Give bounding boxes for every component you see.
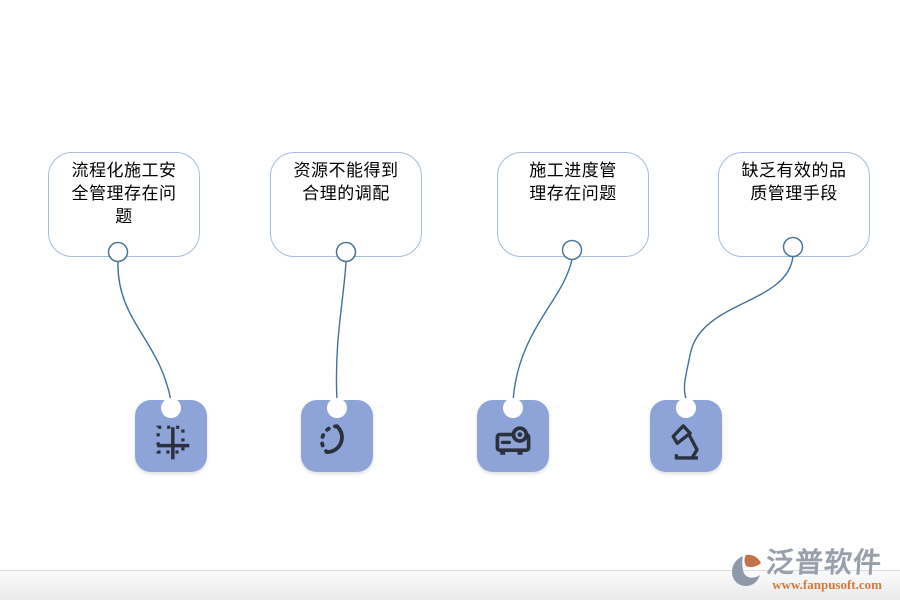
fanpu-logo-icon bbox=[731, 554, 761, 586]
grid-borders-icon bbox=[156, 425, 190, 460]
brand-logo[interactable]: 泛普软件 www.fanpusoft.com bbox=[730, 547, 884, 592]
tag-hole bbox=[676, 398, 696, 418]
connector-1 bbox=[117, 260, 172, 402]
tag-hole bbox=[327, 398, 347, 418]
tile-schedule bbox=[477, 398, 549, 472]
connector-4 bbox=[683, 255, 794, 402]
tile-safety bbox=[135, 398, 207, 472]
callout-resource-allocation: 资源不能得到 合理的调配 bbox=[270, 152, 422, 257]
callout-quality-management: 缺乏有效的品 质管理手段 bbox=[718, 152, 870, 257]
connector-3 bbox=[512, 258, 573, 402]
callout-label: 施工进度管 理存在问题 bbox=[529, 161, 617, 203]
tile-resource bbox=[301, 398, 373, 472]
callout-safety-management: 流程化施工安 全管理存在问 题 bbox=[48, 152, 200, 257]
callout-label: 资源不能得到 合理的调配 bbox=[293, 161, 399, 203]
desk-lamp-icon bbox=[671, 424, 699, 460]
projector-icon bbox=[495, 426, 531, 455]
tag-hole bbox=[503, 398, 523, 418]
callout-schedule-management: 施工进度管 理存在问题 bbox=[497, 152, 649, 257]
callout-label: 流程化施工安 全管理存在问 题 bbox=[71, 161, 177, 226]
connector-2 bbox=[335, 260, 347, 402]
tag-hole bbox=[161, 398, 181, 418]
brand-name: 泛普软件 bbox=[764, 547, 884, 578]
brand-url[interactable]: www.fanpusoft.com bbox=[772, 577, 882, 592]
tile-quality bbox=[650, 398, 722, 472]
dashed-circle-icon bbox=[320, 424, 344, 454]
callout-label: 缺乏有效的品 质管理手段 bbox=[741, 161, 847, 203]
